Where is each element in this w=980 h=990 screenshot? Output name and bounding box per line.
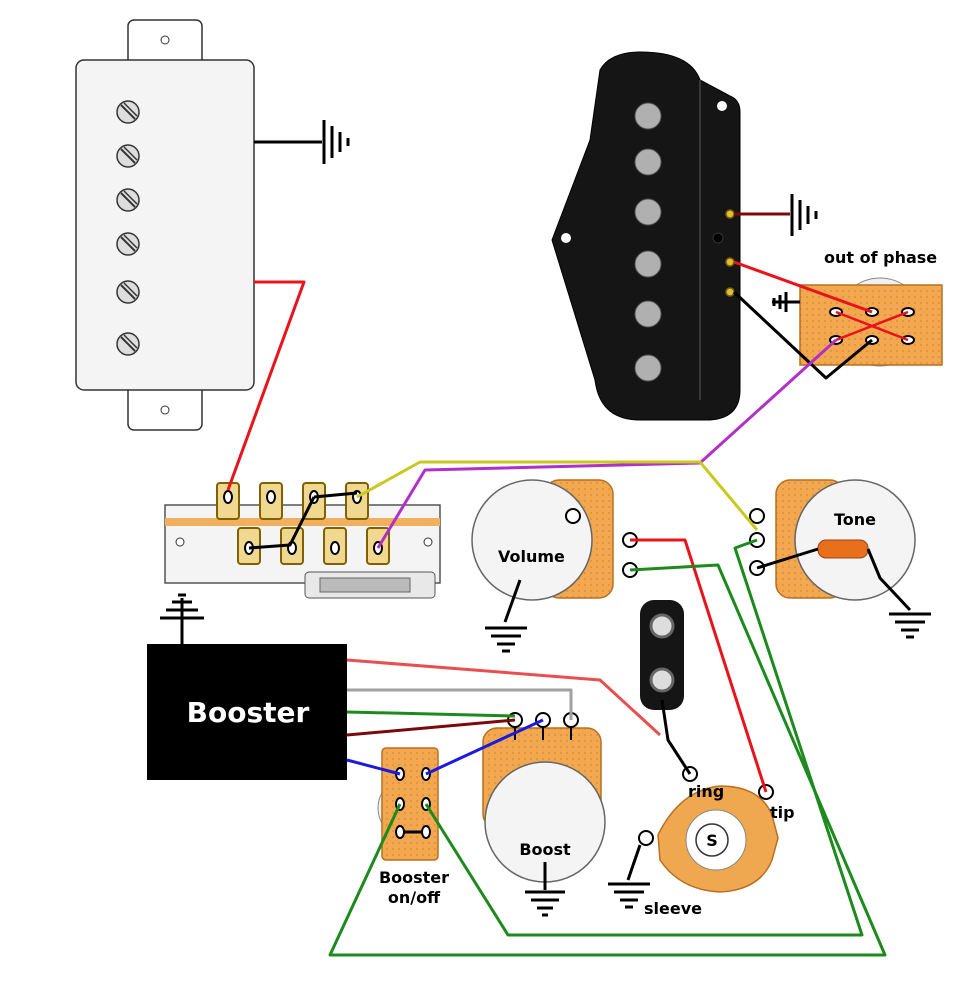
neck-humbucker (75, 19, 255, 431)
booster-switch-label-1: Booster (379, 868, 449, 887)
wire-red (226, 280, 306, 491)
volume-label: Volume (498, 547, 565, 566)
booster-module (147, 644, 347, 780)
pole-screws (116, 100, 140, 356)
ground-symbol (160, 593, 204, 645)
wires (226, 260, 909, 957)
battery-clip (640, 600, 684, 710)
ground-symbol (485, 579, 527, 653)
wire-black (660, 699, 692, 775)
wire-green (328, 563, 887, 957)
wire-green (346, 710, 516, 718)
out-of-phase-label: out of phase (824, 248, 937, 267)
wire-black (313, 491, 358, 499)
tone-pot[interactable] (749, 479, 916, 601)
wire-yellow (356, 460, 759, 531)
wire-black (732, 290, 873, 380)
booster-switch[interactable] (377, 747, 439, 861)
wire-light-red (346, 658, 662, 737)
boost-label: Boost (519, 840, 571, 859)
tone-label: Tone (834, 510, 876, 529)
wire-gray (347, 688, 573, 720)
ground-symbol (525, 862, 565, 917)
wire-blue (425, 718, 544, 776)
booster-label: Booster (187, 696, 310, 729)
wire-dark-red (346, 718, 516, 737)
wire-red (733, 260, 873, 314)
sleeve-label: sleeve (644, 899, 702, 918)
tone-capacitor (817, 539, 869, 559)
ground-symbol (790, 194, 818, 236)
wire-green (424, 538, 864, 937)
bridge-pickup (551, 51, 741, 421)
ring-label: ring (688, 782, 724, 801)
wire-black (248, 496, 316, 550)
ground-symbol (254, 120, 350, 164)
ground-symbol (866, 548, 931, 639)
volume-pot[interactable] (471, 479, 638, 601)
selector-switch[interactable] (164, 482, 441, 599)
wire-black (756, 547, 819, 570)
jack-sleeve-mark: S (706, 831, 718, 850)
wire-red (835, 310, 909, 342)
ground-symbol (772, 292, 800, 312)
tip-label: tip (770, 803, 795, 822)
output-jack[interactable] (638, 766, 779, 893)
ground-symbol (608, 844, 650, 909)
wire-purple (376, 338, 838, 549)
wire-blue (346, 758, 401, 776)
wire-red (630, 538, 768, 793)
booster-switch-label-2: on/off (388, 888, 441, 907)
boost-pot[interactable] (482, 712, 606, 883)
